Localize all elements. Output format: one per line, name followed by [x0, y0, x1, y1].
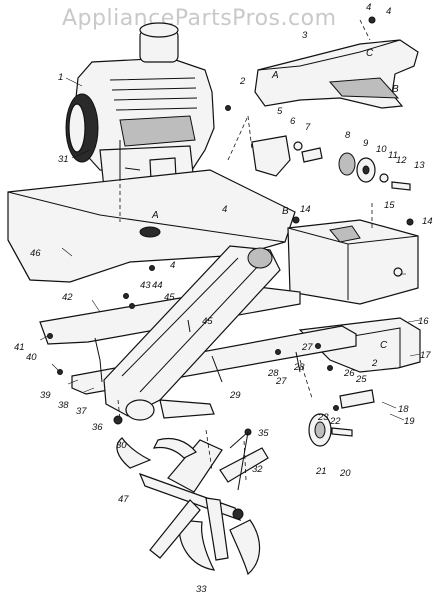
callout-12: 12 [396, 155, 407, 166]
callout-9: 9 [363, 138, 369, 149]
watermark-text: AppliancePartsPros.com [62, 6, 337, 31]
leader-lines [39, 77, 421, 421]
callout-29: 29 [229, 390, 241, 401]
transmission-housing [287, 219, 419, 305]
callout-4-mid: 4 [222, 204, 227, 215]
marker-b-deck: B [282, 206, 289, 217]
callout-39: 39 [40, 390, 51, 401]
callout-18: 18 [398, 404, 409, 415]
callout-4-top: 4 [366, 2, 371, 13]
callout-14-left: 14 [300, 204, 311, 215]
callout-28-upper: 28 [293, 362, 305, 373]
callout-5: 5 [277, 106, 283, 117]
marker-c-bracket: C [380, 340, 388, 351]
marker-a-deck: A [151, 210, 159, 221]
callout-36: 36 [92, 422, 103, 433]
callout-14-right: 14 [422, 216, 433, 227]
callout-13: 13 [414, 160, 425, 171]
engine-assembly [65, 22, 215, 189]
letter-markers: A C B A B C [151, 48, 399, 351]
callout-23: 23 [317, 412, 329, 423]
callout-19: 19 [404, 416, 415, 427]
callout-8: 8 [345, 130, 351, 141]
idler-bracket-parts [251, 135, 411, 191]
callout-4: 4 [386, 6, 391, 17]
callout-38: 38 [58, 400, 69, 411]
marker-a-cover: A [271, 70, 279, 81]
assembly-lines [117, 19, 373, 481]
callout-27-lower: 27 [275, 376, 287, 387]
callout-28-lower: 28 [267, 368, 279, 379]
callout-27-upper: 27 [301, 342, 313, 353]
callout-2: 2 [239, 76, 246, 87]
callout-15: 15 [384, 200, 395, 211]
callout-30: 30 [116, 440, 127, 451]
callout-43: 43 [140, 280, 151, 291]
callout-11: 11 [388, 150, 398, 161]
callout-42: 42 [62, 292, 73, 303]
callout-40: 40 [26, 352, 37, 363]
callout-33: 33 [196, 584, 207, 595]
callout-16: 16 [418, 316, 429, 327]
belt-cover [254, 39, 419, 109]
callout-44: 44 [152, 280, 163, 291]
callout-6: 6 [290, 116, 296, 127]
callout-37: 37 [76, 406, 87, 417]
callout-2-lower: 2 [371, 358, 378, 369]
callout-35: 35 [258, 428, 269, 439]
callout-4-lower: 4 [170, 260, 175, 271]
marker-c-cover: C [366, 48, 374, 59]
callout-47: 47 [118, 494, 129, 505]
callout-25: 25 [355, 374, 367, 385]
depth-stake-wheel [308, 413, 353, 447]
tine-assembly [116, 431, 269, 576]
callout-labels: 1 2 3 4 5 6 7 8 9 10 11 12 13 14 14 15 1… [14, 2, 433, 595]
callout-31: 31 [58, 154, 69, 165]
callout-45-upper: 45 [164, 292, 175, 303]
callout-32: 32 [252, 464, 263, 475]
hardware-bolts [47, 16, 414, 491]
callout-17: 17 [420, 350, 431, 361]
callout-46: 46 [30, 248, 41, 259]
callout-7: 7 [305, 122, 311, 133]
callout-22: 22 [329, 416, 341, 427]
callout-20: 20 [339, 468, 351, 479]
callout-10: 10 [376, 144, 387, 155]
callout-26: 26 [343, 368, 355, 379]
callout-41: 41 [14, 342, 25, 353]
callout-45-lower: 45 [202, 316, 213, 327]
chain-case [103, 245, 281, 421]
callout-21: 21 [315, 466, 327, 477]
marker-b-cover: B [392, 84, 399, 95]
callout-3: 3 [302, 30, 308, 41]
callout-1: 1 [58, 72, 63, 83]
